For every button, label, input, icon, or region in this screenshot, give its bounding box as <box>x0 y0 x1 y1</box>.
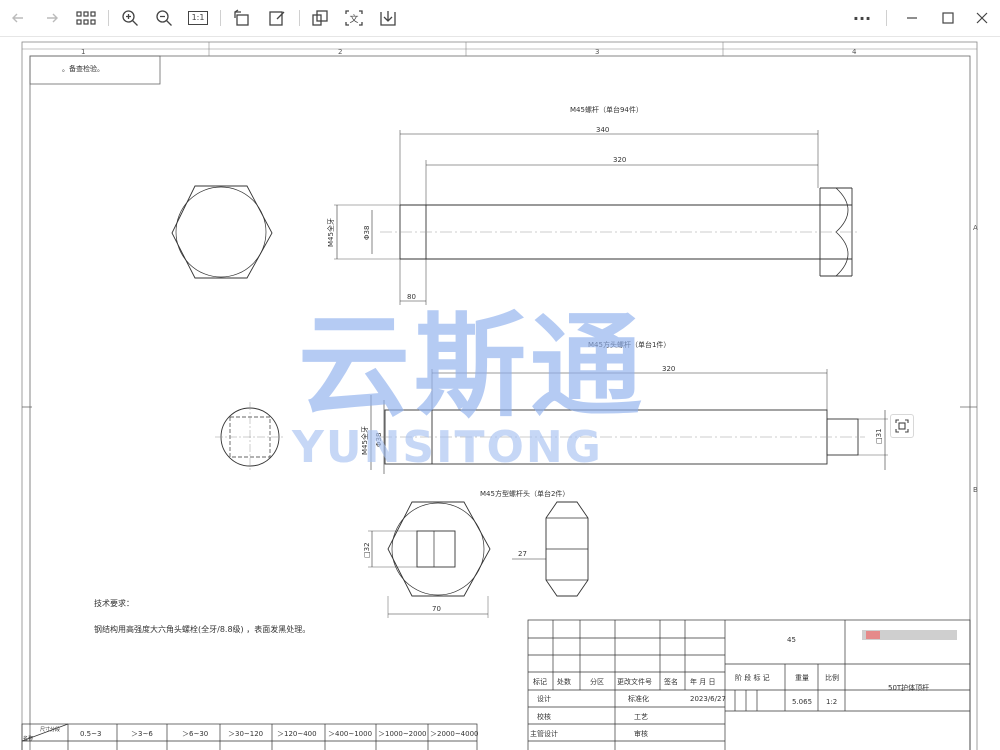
tb-row-process: 工艺 <box>634 713 648 721</box>
col-number-2: 2 <box>338 48 342 56</box>
tb-weight-label: 重量 <box>795 674 809 682</box>
redacted-company-name <box>862 630 957 640</box>
part1-hex-view <box>171 185 273 279</box>
more-icon[interactable]: ··· <box>850 6 874 30</box>
part3-dim-width: 70 <box>432 605 441 613</box>
maximize-icon[interactable] <box>936 6 960 30</box>
zoom-out-icon[interactable] <box>152 6 176 30</box>
part1-dim-shank: 320 <box>613 156 626 164</box>
part1-dim-overall: 340 <box>596 126 609 134</box>
forward-arrow-icon[interactable] <box>40 6 64 30</box>
tol-range-3: ＞6~30 <box>182 730 208 738</box>
part2-dim-length: 320 <box>662 365 675 373</box>
part2-dim-diameter: Φ38 <box>375 433 383 447</box>
tol-header: 尺寸分段 <box>40 726 60 733</box>
crop-icon[interactable] <box>308 6 332 30</box>
back-arrow-icon[interactable] <box>6 6 30 30</box>
tb-row-standard: 标准化 <box>628 694 649 703</box>
tb-row-review: 审核 <box>634 729 648 738</box>
part1-dim-diameter: Φ38 <box>363 226 371 240</box>
tb-date-value: 2023/6/27 <box>690 695 726 703</box>
col-number-1: 1 <box>81 48 85 56</box>
tb-row-chief: 主管设计 <box>530 729 558 738</box>
part2-dim-square: □31 <box>875 428 883 444</box>
ocr-label: 文 <box>349 13 358 25</box>
row-letter-b: B <box>973 486 978 494</box>
tb-scale-label: 比例 <box>825 673 839 682</box>
part1-thread-label: M45全牙 <box>326 218 335 247</box>
watermark-en: YUNSITONG <box>291 422 603 473</box>
col-number-3: 3 <box>595 48 599 56</box>
part1-dim-thread: 80 <box>407 293 416 301</box>
watermark: 云斯通 YUNSITONG <box>291 302 646 473</box>
tech-text: 钢结构用高强度大六角头螺栓(全牙/8.8级) ，表面发黑处理。 <box>94 624 310 634</box>
tb-header-sign: 签名 <box>664 677 678 686</box>
tb-scale-value: 1:2 <box>826 698 837 706</box>
tb-stage-label: 阶 段 标 记 <box>735 673 770 682</box>
part2-title: M45方头螺杆（单台1件） <box>588 340 670 349</box>
tb-weight-value: 5.065 <box>792 698 812 706</box>
part2-thread-label: M45全牙 <box>360 426 369 455</box>
title-block <box>527 619 971 750</box>
tolerance-table <box>21 723 478 750</box>
actual-size-icon[interactable]: 1:1 <box>186 6 210 30</box>
tol-range-7: ＞1000~2000 <box>378 730 427 738</box>
tol-range-4: ＞30~120 <box>228 730 263 738</box>
part3-dim-square: □32 <box>363 542 371 558</box>
tol-range-6: ＞400~1000 <box>328 730 372 738</box>
fit-screen-icon[interactable] <box>890 414 914 438</box>
engineering-drawing: 1 2 3 4 A B 。备查检验。 M45螺杆（单台94件） 340 320 … <box>21 41 978 750</box>
tb-header-zone: 分区 <box>590 677 604 686</box>
tb-part-name: 50T护体顶杆 <box>888 683 929 692</box>
part3-dim-height: 27 <box>518 550 527 558</box>
row-letter-a: A <box>973 224 978 232</box>
tb-header-mark: 标记 <box>533 677 547 686</box>
edit-icon[interactable] <box>265 6 289 30</box>
tol-range-5: ＞120~400 <box>277 730 317 738</box>
part1-title: M45螺杆（单台94件） <box>570 105 643 114</box>
top-note: 。备查检验。 <box>62 64 104 73</box>
image-viewport[interactable]: 1 2 3 4 A B 。备查检验。 M45螺杆（单台94件） 340 320 … <box>0 37 1000 750</box>
part3-side-view <box>545 501 589 597</box>
tol-row-label: 名称 <box>23 735 33 742</box>
tol-range-1: 0.5~3 <box>80 730 101 738</box>
tol-range-2: ＞3~6 <box>131 730 153 738</box>
tb-row-design: 设计 <box>537 694 551 703</box>
tech-title: 技术要求： <box>94 598 134 608</box>
more-label: ··· <box>852 8 872 28</box>
tb-material: 45 <box>787 636 796 644</box>
tb-header-date: 年 月 日 <box>690 677 715 686</box>
rotate-icon[interactable] <box>230 6 254 30</box>
part3-title: M45方型螺杆头（单台2件） <box>480 489 569 498</box>
tb-header-count: 处数 <box>557 677 571 686</box>
part3-hex-view <box>387 501 491 597</box>
zoom-in-icon[interactable] <box>118 6 142 30</box>
close-icon[interactable] <box>970 6 994 30</box>
tol-range-8: ＞2000~4000 <box>430 730 479 738</box>
tb-header-change-doc: 更改文件号 <box>617 677 652 686</box>
viewer-toolbar: 1:1 文 ··· <box>0 0 1000 37</box>
thumbnails-grid-icon[interactable] <box>74 6 98 30</box>
watermark-cn: 云斯通 <box>298 302 646 432</box>
ocr-icon[interactable]: 文 <box>342 6 366 30</box>
col-number-4: 4 <box>852 48 857 56</box>
actual-size-label: 1:1 <box>188 11 208 25</box>
save-icon[interactable] <box>376 6 400 30</box>
minimize-icon[interactable] <box>900 6 924 30</box>
tb-row-check: 校核 <box>537 712 551 721</box>
